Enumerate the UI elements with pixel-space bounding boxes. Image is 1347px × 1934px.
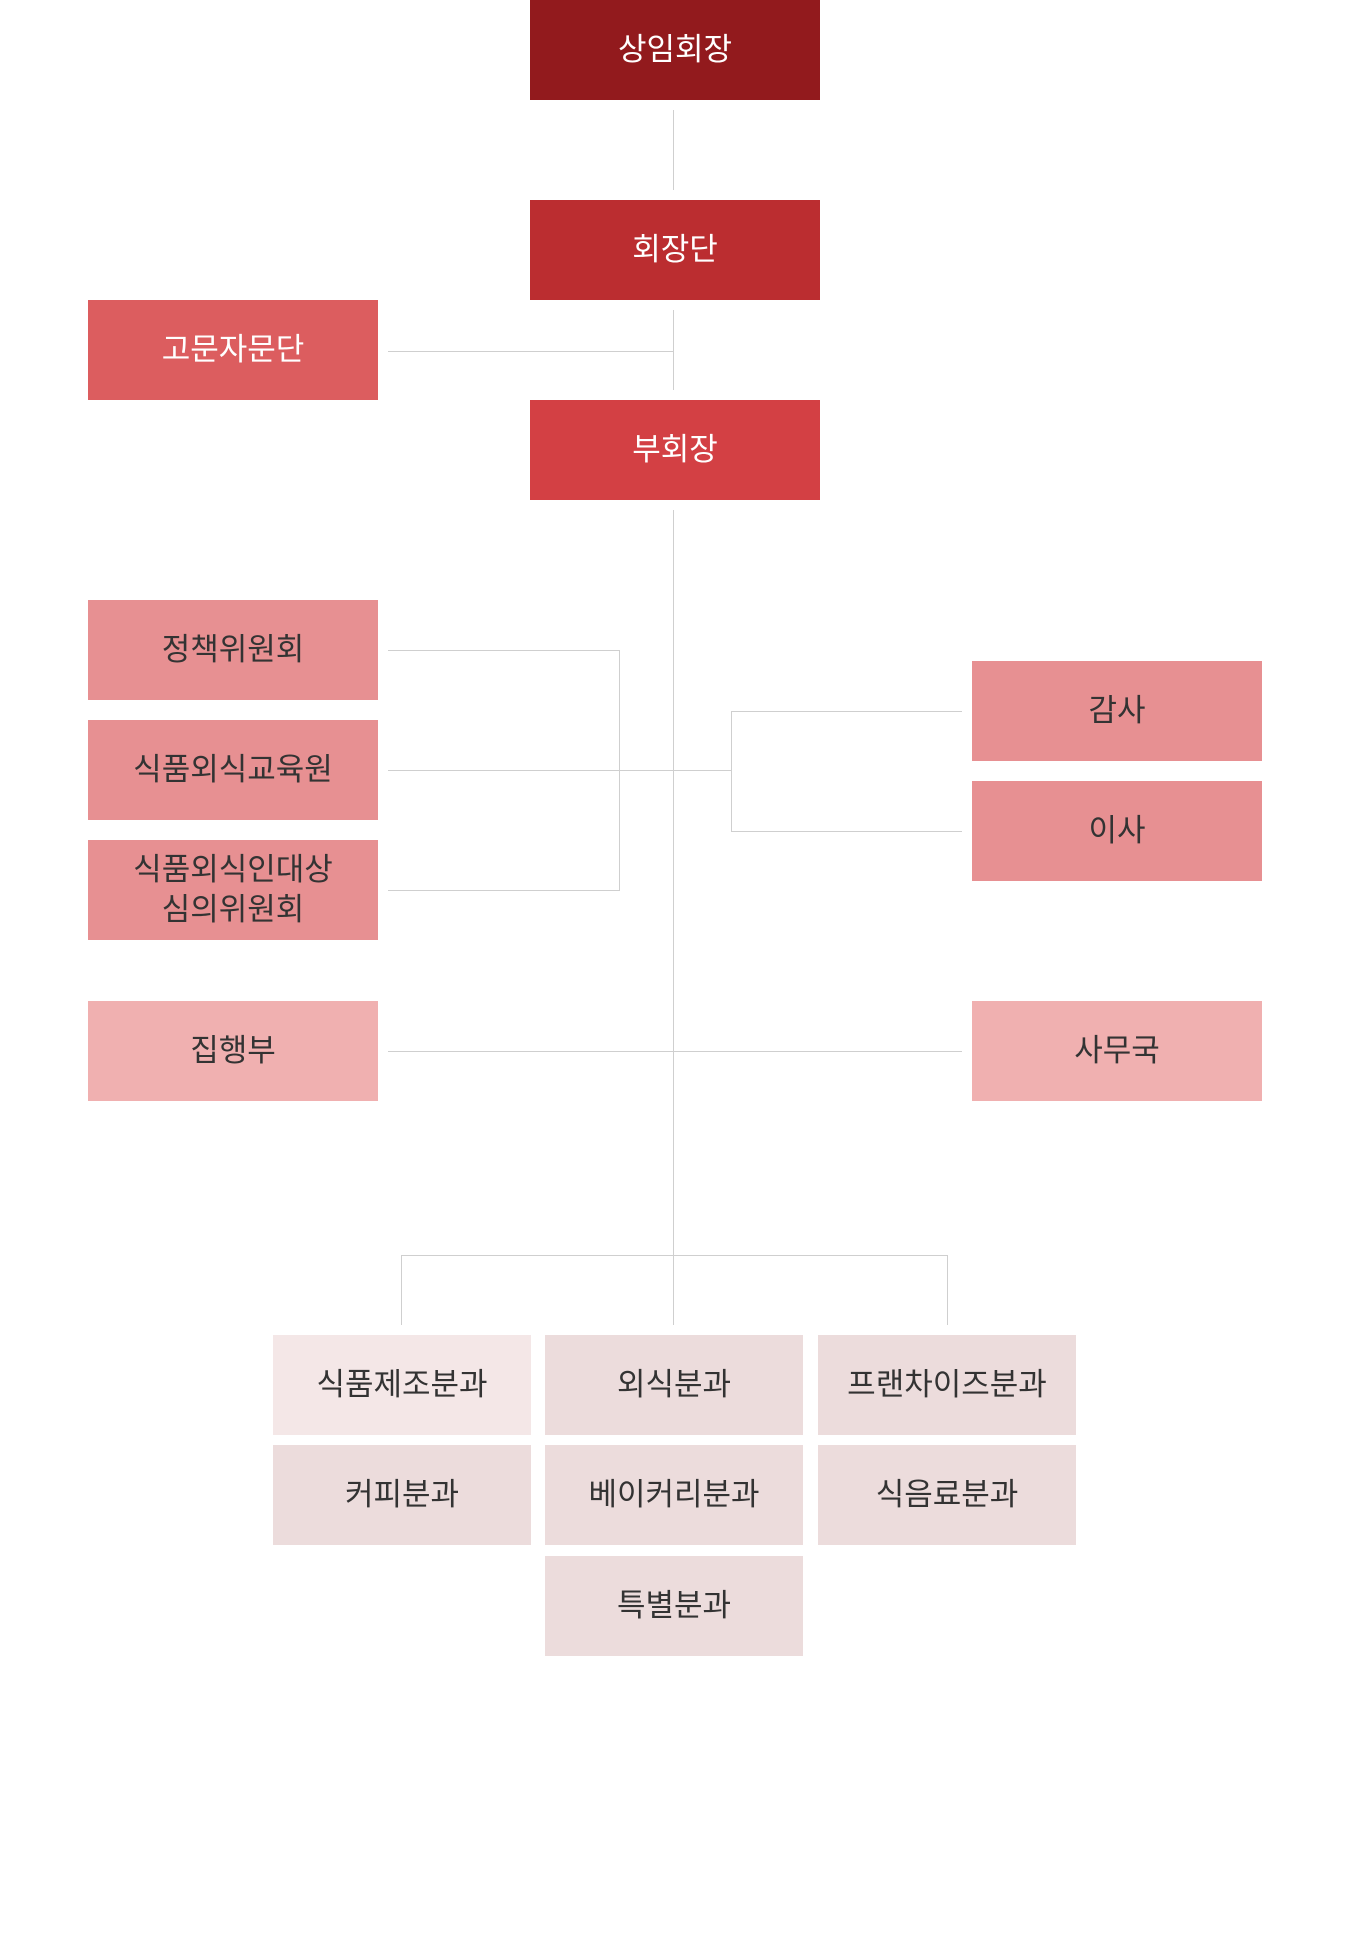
connector-line	[401, 1255, 948, 1256]
connector-line	[388, 770, 731, 771]
vice-chairman-box[interactable]: 부회장	[530, 400, 820, 500]
division-special[interactable]: 특별분과	[545, 1556, 803, 1656]
connector-line	[673, 310, 674, 390]
connector-line	[731, 831, 962, 832]
connector-line	[731, 711, 732, 832]
division-franchise[interactable]: 프랜차이즈분과	[818, 1335, 1076, 1435]
connector-line	[388, 1051, 962, 1052]
personnel-committee-box[interactable]: 식품외식인대상 심의위원회	[88, 840, 378, 940]
connector-line	[731, 711, 962, 712]
division-coffee[interactable]: 커피분과	[273, 1445, 531, 1545]
connector-line	[388, 890, 619, 891]
connector-line	[388, 351, 673, 352]
connector-line	[401, 1255, 402, 1325]
division-bakery[interactable]: 베이커리분과	[545, 1445, 803, 1545]
education-institute-box[interactable]: 식품외식교육원	[88, 720, 378, 820]
connector-line	[947, 1255, 948, 1325]
connector-line	[673, 510, 674, 1325]
auditor-box[interactable]: 감사	[972, 661, 1262, 761]
chairman-box[interactable]: 상임회장	[530, 0, 820, 100]
policy-committee-box[interactable]: 정책위원회	[88, 600, 378, 700]
connector-line	[673, 110, 674, 190]
executive-dept-box[interactable]: 집행부	[88, 1001, 378, 1101]
connector-line	[619, 650, 620, 891]
advisory-group-box[interactable]: 고문자문단	[88, 300, 378, 400]
secretariat-box[interactable]: 사무국	[972, 1001, 1262, 1101]
chairman-group-box[interactable]: 회장단	[530, 200, 820, 300]
division-food-service[interactable]: 외식분과	[545, 1335, 803, 1435]
director-box[interactable]: 이사	[972, 781, 1262, 881]
division-beverage[interactable]: 식음료분과	[818, 1445, 1076, 1545]
division-food-manufacturing[interactable]: 식품제조분과	[273, 1335, 531, 1435]
connector-line	[388, 650, 619, 651]
